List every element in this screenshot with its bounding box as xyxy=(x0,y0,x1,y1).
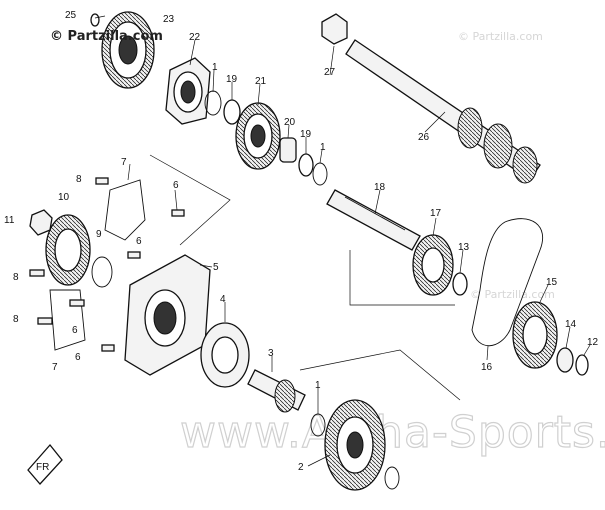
callout-7-top: 7 xyxy=(121,157,127,168)
shaft-3 xyxy=(247,369,306,413)
callout-12: 12 xyxy=(587,337,599,348)
oil-pump-cover-10 xyxy=(45,214,91,286)
gasket-7-top xyxy=(104,179,146,241)
washer-19-mid xyxy=(298,153,314,177)
needle-bearing-14 xyxy=(556,347,574,373)
callout-1-bottom: 1 xyxy=(315,380,321,391)
callout-8-mid: 8 xyxy=(13,272,19,283)
callout-1-top: 1 xyxy=(212,62,218,73)
oring-9 xyxy=(91,256,113,288)
gasket-7-bottom xyxy=(49,289,86,351)
callout-23: 23 xyxy=(163,14,175,25)
nut-27 xyxy=(321,13,348,45)
callout-13: 13 xyxy=(458,242,470,253)
callout-26: 26 xyxy=(418,132,430,143)
circlip-bottom-right xyxy=(384,466,400,490)
bottom-watermark: www.Alpha-Sports.com xyxy=(180,407,605,458)
nut-11 xyxy=(29,209,53,236)
shaft-18 xyxy=(326,189,421,251)
gear-21 xyxy=(235,102,281,170)
callout-15: 15 xyxy=(546,277,558,288)
gear-23 xyxy=(101,11,155,89)
callout-7-bottom: 7 xyxy=(52,362,58,373)
callout-17: 17 xyxy=(430,208,442,219)
bearing-4 xyxy=(200,322,250,388)
washer-13 xyxy=(452,272,468,296)
bolts xyxy=(29,177,185,352)
assembly-line-2 xyxy=(299,349,461,401)
assembly-line-3 xyxy=(149,154,231,246)
callout-2: 2 xyxy=(298,462,304,473)
callout-6-top: 6 xyxy=(173,180,179,191)
gear-2 xyxy=(324,399,386,491)
callout-6-low: 6 xyxy=(72,325,78,336)
sprocket-15 xyxy=(512,301,558,369)
callout-21: 21 xyxy=(255,76,267,87)
callout-11: 11 xyxy=(4,215,15,226)
front-marker-label: FR xyxy=(36,462,49,473)
callout-5: 5 xyxy=(213,262,219,273)
top-right-watermark: © Partzilla.com xyxy=(458,30,543,43)
callout-8-top: 8 xyxy=(76,174,82,185)
callout-25: 25 xyxy=(65,10,77,21)
callout-16: 16 xyxy=(481,362,493,373)
top-left-watermark: © Partzilla.com xyxy=(50,29,163,44)
callout-labels: 25 23 22 1 19 21 20 19 1 27 26 18 17 13 … xyxy=(4,10,599,473)
callout-19-top: 19 xyxy=(226,74,238,85)
callout-10: 10 xyxy=(58,192,70,203)
bushing-20 xyxy=(279,137,297,163)
callout-22: 22 xyxy=(189,32,201,43)
callout-20: 20 xyxy=(284,117,296,128)
callout-18: 18 xyxy=(374,182,386,193)
callout-14: 14 xyxy=(565,319,577,330)
front-direction-icon: FR xyxy=(27,443,63,485)
assembly-line-1 xyxy=(349,250,455,306)
washer-12 xyxy=(575,354,589,376)
callout-19-mid: 19 xyxy=(300,129,312,140)
bearing-holder-22 xyxy=(165,57,211,125)
right-watermark: © Partzilla.com xyxy=(470,288,555,301)
gear-17 xyxy=(412,234,454,296)
callout-8-low: 8 xyxy=(13,314,19,325)
callout-3: 3 xyxy=(268,348,274,359)
callout-6-mid: 6 xyxy=(136,236,142,247)
callout-1-mid: 1 xyxy=(320,142,326,153)
callout-27: 27 xyxy=(324,67,336,78)
washer-19-top xyxy=(223,99,241,125)
callout-4: 4 xyxy=(220,294,226,305)
circlip-1-mid xyxy=(312,162,328,186)
ring-25 xyxy=(90,13,100,27)
housing-5 xyxy=(124,254,211,376)
shaft-26 xyxy=(345,39,541,184)
chain-16 xyxy=(471,218,543,347)
callout-6-bottom: 6 xyxy=(75,352,81,363)
callout-9: 9 xyxy=(96,229,102,240)
leader-lines xyxy=(94,15,591,467)
